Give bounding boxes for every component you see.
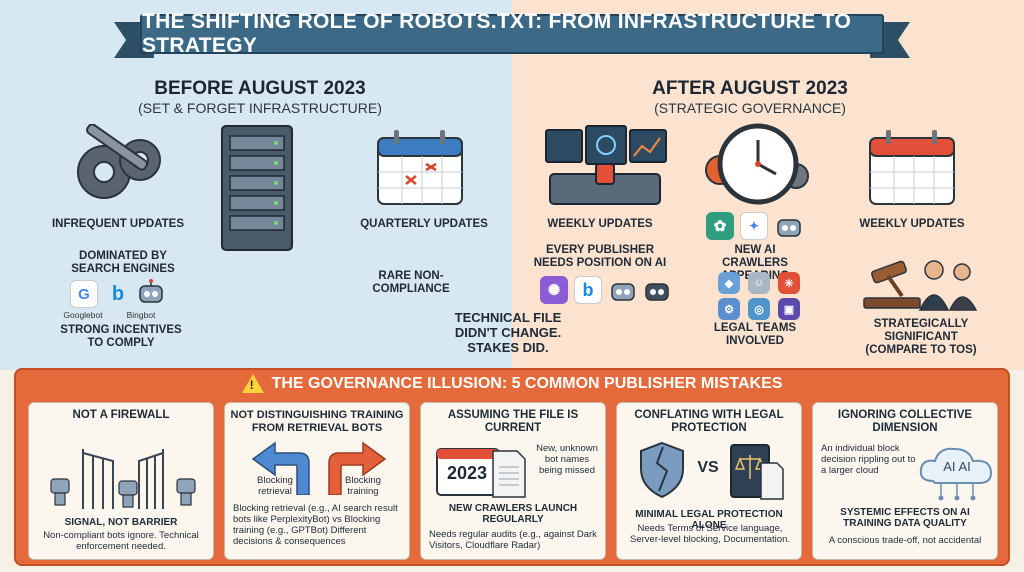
- google-icon: G: [70, 280, 98, 308]
- bot-icon: ▣: [778, 298, 800, 320]
- incentives-label: STRONG INCENTIVES TO COMPLY: [60, 324, 182, 349]
- robot-icon: [645, 283, 669, 301]
- diverging-arrows-icon: [251, 441, 387, 495]
- calendar-icon: [377, 130, 463, 205]
- mistake-card-2: NOT DISTINGUISHING TRAINING FROM RETRIEV…: [224, 402, 410, 560]
- vs-text: VS: [697, 459, 719, 476]
- page-title: THE SHIFTING ROLE OF ROBOTS.TXT: FROM IN…: [140, 10, 884, 57]
- spider-icon: ✳: [778, 272, 800, 294]
- gears-wrench-icon: [77, 124, 161, 199]
- cloud-ai-text: AI AI: [943, 459, 971, 474]
- weekly-updates-label-1: WEEKLY UPDATES: [547, 218, 653, 230]
- before-heading: BEFORE AUGUST 2023 (SET & FORGET INFRAST…: [138, 78, 382, 116]
- control-room-icon: [545, 125, 667, 205]
- server-rack-icon: [221, 125, 293, 251]
- strategically-label: STRATEGICALLY SIGNIFICANT (COMPARE TO TO…: [865, 318, 977, 356]
- cloud-icon: [919, 447, 993, 501]
- python-icon: ◆: [718, 272, 740, 294]
- gavel-people-icon: [863, 260, 978, 311]
- after-heading: AFTER AUGUST 2023 (STRATEGIC GOVERNANCE): [652, 78, 848, 116]
- bing-icon: b: [574, 276, 602, 304]
- legal-book-icon: [730, 444, 784, 500]
- weekly-updates-label-2: WEEKLY UPDATES: [859, 218, 965, 230]
- mistakes-section: ! THE GOVERNANCE ILLUSION: 5 COMMON PUBL…: [14, 368, 1010, 566]
- mistake-card-5: IGNORING COLLECTIVE DIMENSION An individ…: [812, 402, 998, 560]
- robot-icon: ☺: [748, 272, 770, 294]
- mistake-card-1: NOT A FIREWALL SIGNAL, NOT BARRIER Non-c…: [28, 402, 214, 560]
- every-publisher-label: EVERY PUBLISHER NEEDS POSITION ON AI: [533, 244, 667, 269]
- calendar-icon-after: [869, 130, 955, 205]
- gemini-icon: ✦: [740, 212, 768, 240]
- robot-icon: [777, 219, 801, 237]
- gate-robots-icon: [50, 449, 196, 509]
- globe-icon: ◎: [748, 298, 770, 320]
- chatgpt-icon: ✿: [706, 212, 734, 240]
- center-note: TECHNICAL FILE DIDN'T CHANGE. STAKES DID…: [454, 310, 562, 355]
- bingbot-label: Bingbot: [126, 310, 156, 320]
- bing-icon: b: [111, 282, 125, 305]
- infrequent-updates-label: INFREQUENT UPDATES: [51, 218, 185, 230]
- claude-icon: ✺: [540, 276, 568, 304]
- year-text: 2023: [446, 463, 488, 483]
- legal-teams-label: LEGAL TEAMS INVOLVED: [713, 322, 797, 347]
- googlebot-label: Googlebot: [63, 310, 103, 320]
- gear-icon: ⚙: [718, 298, 740, 320]
- title-banner: THE SHIFTING ROLE OF ROBOTS.TXT: FROM IN…: [114, 10, 910, 58]
- mistake-card-4: CONFLATING WITH LEGAL PROTECTION VS MINI…: [616, 402, 802, 560]
- mistake-card-3: ASSUMING THE FILE IS CURRENT 2023 New, u…: [420, 402, 606, 560]
- rare-noncompliance-label: RARE NON-COMPLIANCE: [372, 270, 450, 295]
- broken-shield-icon: [640, 441, 684, 499]
- robot-icon: [611, 283, 635, 301]
- clock-gears-icon: [705, 123, 809, 205]
- dominated-label: DOMINATED BY SEARCH ENGINES: [71, 250, 175, 275]
- robot-icon: [139, 279, 163, 303]
- warning-icon: !: [241, 374, 264, 393]
- mistakes-title: THE GOVERNANCE ILLUSION: 5 COMMON PUBLIS…: [271, 374, 783, 392]
- calendar-document-icon: [436, 448, 526, 498]
- quarterly-updates-label: QUARTERLY UPDATES: [360, 218, 488, 230]
